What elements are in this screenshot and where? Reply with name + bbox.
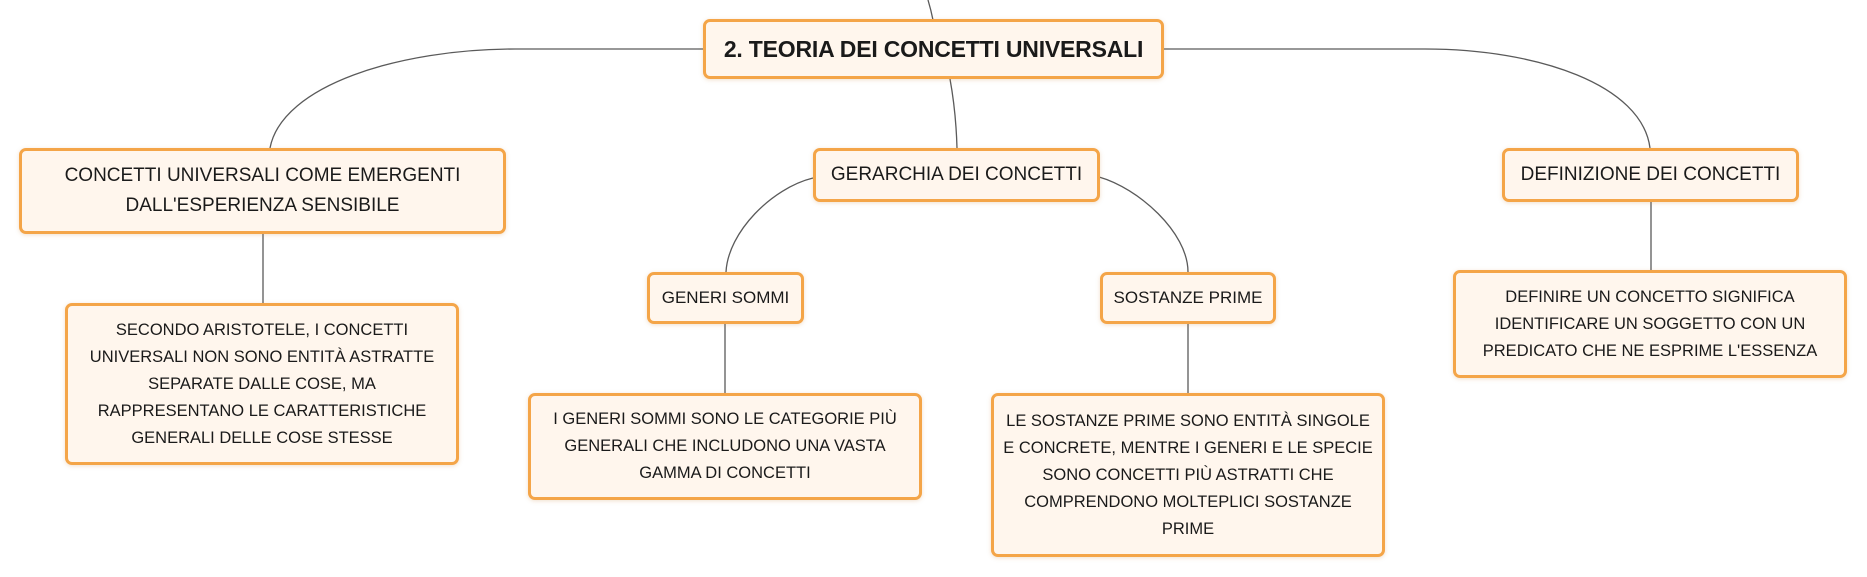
topic-definition-node[interactable]: DEFINIZIONE DEI CONCETTI (1502, 148, 1799, 202)
topic-experience-label: CONCETTI UNIVERSALI COME EMERGENTI DALL'… (64, 165, 461, 216)
connector-hierarchy-to-generi (725, 177, 814, 273)
connector-root-to-hierarchy (949, 78, 958, 149)
leaf-sostanze-prime-label: LE SOSTANZE PRIME SONO ENTITÀ SINGOLE E … (1003, 411, 1373, 538)
leaf-sostanze-prime-node[interactable]: LE SOSTANZE PRIME SONO ENTITÀ SINGOLE E … (991, 393, 1385, 557)
subtopic-generi-sommi-label: GENERI SOMMI (661, 288, 790, 307)
topic-experience-node[interactable]: CONCETTI UNIVERSALI COME EMERGENTI DALL'… (19, 148, 506, 234)
connector-hierarchy-to-sostanze (1098, 176, 1189, 273)
subtopic-generi-sommi-node[interactable]: GENERI SOMMI (647, 272, 804, 324)
connector-root-to-definition (1163, 48, 1651, 149)
leaf-definizione-node[interactable]: DEFINIRE UN CONCETTO SIGNIFICA IDENTIFIC… (1453, 270, 1847, 378)
connector-root-to-experience (269, 48, 703, 149)
subtopic-sostanze-prime-label: SOSTANZE PRIME (1113, 288, 1263, 307)
topic-definition-label: DEFINIZIONE DEI CONCETTI (1520, 164, 1781, 185)
topic-hierarchy-node[interactable]: GERARCHIA DEI CONCETTI (813, 148, 1100, 202)
leaf-aristotele-node[interactable]: SECONDO ARISTOTELE, I CONCETTI UNIVERSAL… (65, 303, 459, 465)
leaf-definizione-label: DEFINIRE UN CONCETTO SIGNIFICA IDENTIFIC… (1482, 287, 1818, 360)
leaf-generi-sommi-node[interactable]: I GENERI SOMMI SONO LE CATEGORIE PIÙ GEN… (528, 393, 922, 500)
connector-parent-to-root (927, 0, 934, 21)
root-node[interactable]: 2. TEORIA DEI CONCETTI UNIVERSALI (703, 19, 1164, 79)
subtopic-sostanze-prime-node[interactable]: SOSTANZE PRIME (1100, 272, 1276, 324)
topic-hierarchy-label: GERARCHIA DEI CONCETTI (830, 164, 1083, 185)
leaf-generi-sommi-label: I GENERI SOMMI SONO LE CATEGORIE PIÙ GEN… (553, 410, 897, 482)
leaf-aristotele-label: SECONDO ARISTOTELE, I CONCETTI UNIVERSAL… (89, 320, 435, 447)
root-node-label: 2. TEORIA DEI CONCETTI UNIVERSALI (723, 35, 1144, 62)
